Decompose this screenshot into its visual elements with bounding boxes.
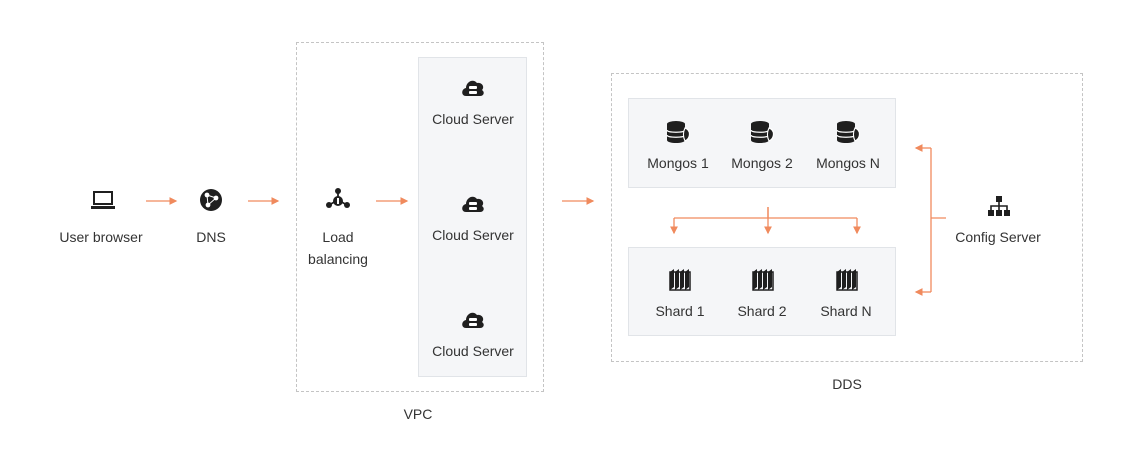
shard-n-label: Shard N: [820, 303, 872, 319]
mongos-n-label: Mongos N: [816, 155, 880, 171]
cloud-server-3-label: Cloud Server: [432, 343, 514, 359]
mongos-2-label: Mongos 2: [731, 155, 793, 171]
mongos-1-label: Mongos 1: [647, 155, 709, 171]
config-server-bracket: [930, 148, 946, 292]
hierarchy-icon: [985, 193, 1013, 221]
shard-stack-icon: [833, 265, 861, 293]
laptop-icon: [89, 186, 117, 214]
shard-panel: [628, 247, 896, 336]
database-icon: [748, 118, 776, 146]
mongos-to-shards-connector: [674, 207, 857, 219]
database-icon: [834, 118, 862, 146]
shard-2-label: Shard 2: [737, 303, 787, 319]
cloud-server-icon: [459, 306, 487, 334]
globe-network-icon: [197, 186, 225, 214]
mongos-panel: [628, 98, 896, 188]
config-server-label: Config Server: [955, 229, 1041, 245]
dds-group: [611, 73, 1083, 362]
dds-label: DDS: [832, 376, 862, 392]
load-balancer-icon: [324, 186, 352, 214]
cloud-server-2-label: Cloud Server: [432, 227, 514, 243]
vpc-label: VPC: [403, 406, 433, 422]
user-browser-label: User browser: [59, 229, 143, 245]
dns-label: DNS: [196, 229, 226, 245]
shard-stack-icon: [749, 265, 777, 293]
vpc-group: [296, 42, 544, 392]
shard-1-label: Shard 1: [655, 303, 705, 319]
load-balancing-label: Load balancing: [308, 229, 368, 267]
cloud-server-1-label: Cloud Server: [432, 111, 514, 127]
cloud-server-icon: [459, 74, 487, 102]
database-icon: [664, 118, 692, 146]
cloud-server-icon: [459, 190, 487, 218]
shard-stack-icon: [666, 265, 694, 293]
